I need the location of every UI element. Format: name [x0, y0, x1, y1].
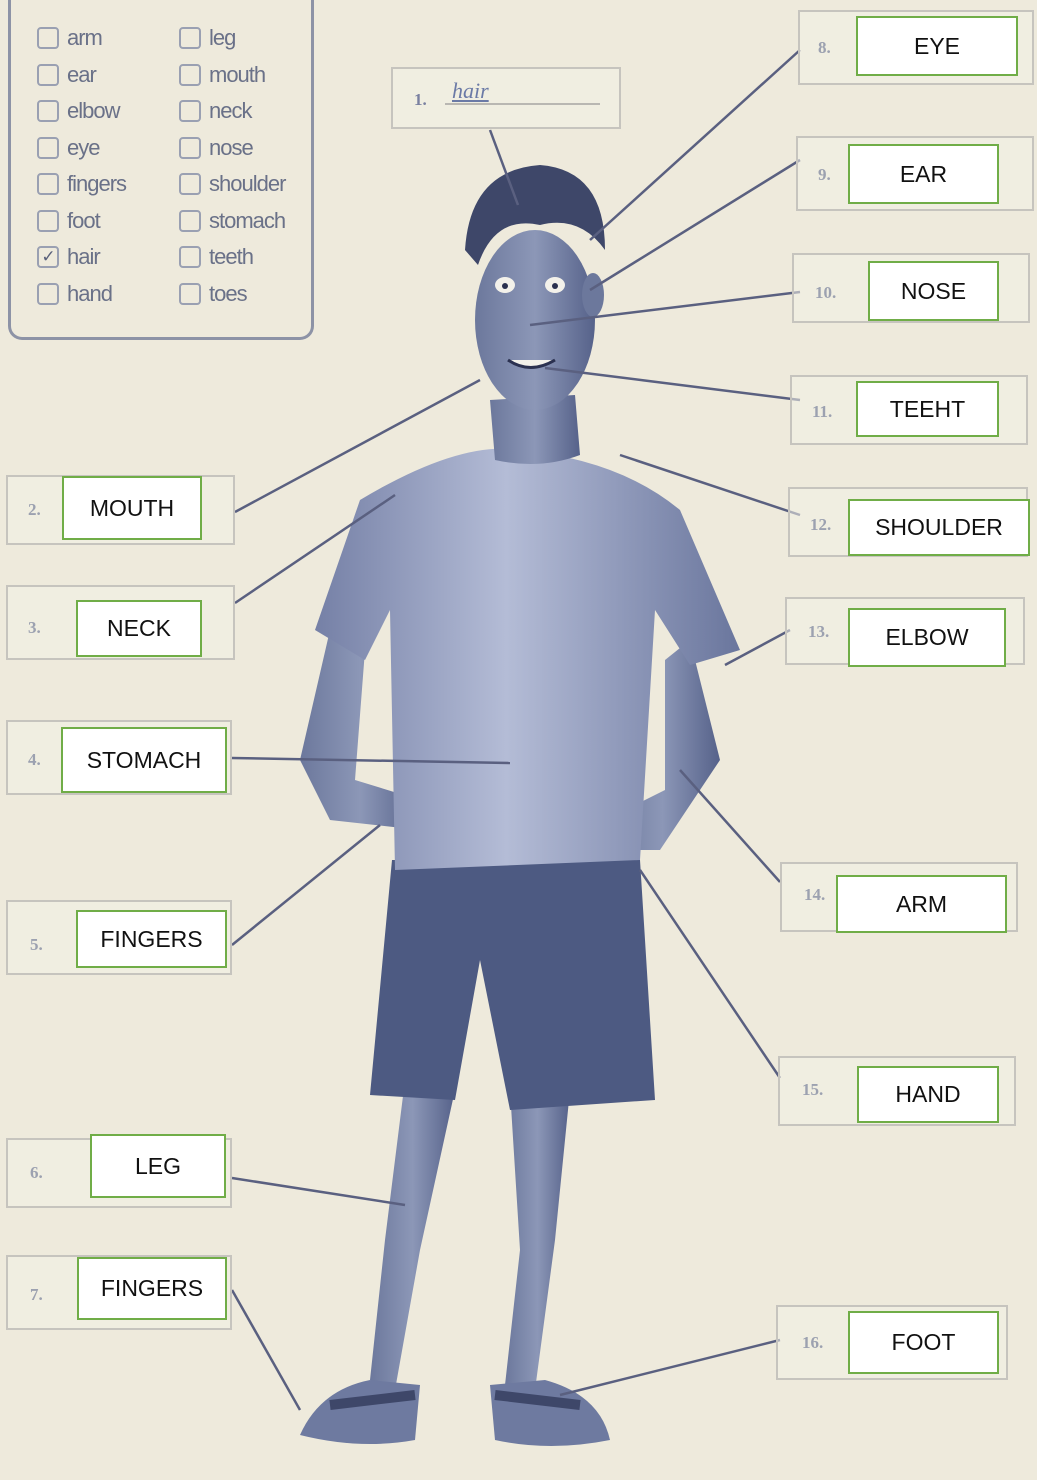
item-number-14: 14. [804, 885, 825, 905]
answer-text: MOUTH [90, 495, 174, 522]
answer-text: EAR [900, 161, 947, 188]
item-number-4: 4. [28, 750, 41, 770]
answer-text: SHOULDER [875, 514, 1003, 541]
answer-label-elbow[interactable]: ELBOW [848, 608, 1006, 667]
answer-text: FOOT [892, 1329, 956, 1356]
answer-label-fingers[interactable]: FINGERS [76, 910, 227, 968]
answer-label-mouth[interactable]: MOUTH [62, 476, 202, 540]
answer-label-neck[interactable]: NECK [76, 600, 202, 657]
answer-text: HAND [895, 1081, 960, 1108]
item-number-9: 9. [818, 165, 831, 185]
answer-text: ELBOW [885, 624, 968, 651]
item-number-5: 5. [30, 935, 43, 955]
answer-text: EYE [914, 33, 960, 60]
answer-label-stomach[interactable]: STOMACH [61, 727, 227, 793]
item-number-6: 6. [30, 1163, 43, 1183]
ear-shape [582, 273, 604, 317]
answer-text: TEEHT [890, 396, 965, 423]
answer-text: NECK [107, 615, 171, 642]
item-number-8: 8. [818, 38, 831, 58]
answer-text: STOMACH [87, 747, 202, 774]
answer-label-nose[interactable]: NOSE [868, 261, 999, 321]
left-leg-shape [370, 1080, 455, 1390]
answer-text: FINGERS [101, 1275, 203, 1302]
answer-label-ear[interactable]: EAR [848, 144, 999, 204]
example-answer: hair [452, 78, 489, 104]
answer-label-shoulder[interactable]: SHOULDER [848, 499, 1030, 556]
item-number-3: 3. [28, 618, 41, 638]
answer-label-eye[interactable]: EYE [856, 16, 1018, 76]
answer-label-foot[interactable]: FOOT [848, 1311, 999, 1374]
item-number-13: 13. [808, 622, 829, 642]
item-number-2: 2. [28, 500, 41, 520]
answer-text: LEG [135, 1153, 181, 1180]
item-number-7: 7. [30, 1285, 43, 1305]
answer-label-teeht[interactable]: TEEHT [856, 381, 999, 437]
right-leg-shape [505, 1090, 570, 1390]
item-number-12: 12. [810, 515, 831, 535]
example-number: 1. [414, 90, 427, 110]
answer-label-arm[interactable]: ARM [836, 875, 1007, 933]
sandal-straps-shape [330, 1395, 580, 1405]
answer-label-hand[interactable]: HAND [857, 1066, 999, 1123]
item-number-10: 10. [815, 283, 836, 303]
answer-label-fingers-2[interactable]: FINGERS [77, 1257, 227, 1320]
item-number-11: 11. [812, 402, 832, 422]
right-foot-shape [490, 1380, 610, 1446]
answer-text: NOSE [901, 278, 966, 305]
shorts-shape [370, 860, 655, 1110]
left-foot-shape [300, 1380, 420, 1444]
answer-text: FINGERS [100, 926, 202, 953]
item-number-16: 16. [802, 1333, 823, 1353]
answer-text: ARM [896, 891, 947, 918]
item-number-15: 15. [802, 1080, 823, 1100]
answer-label-leg[interactable]: LEG [90, 1134, 226, 1198]
